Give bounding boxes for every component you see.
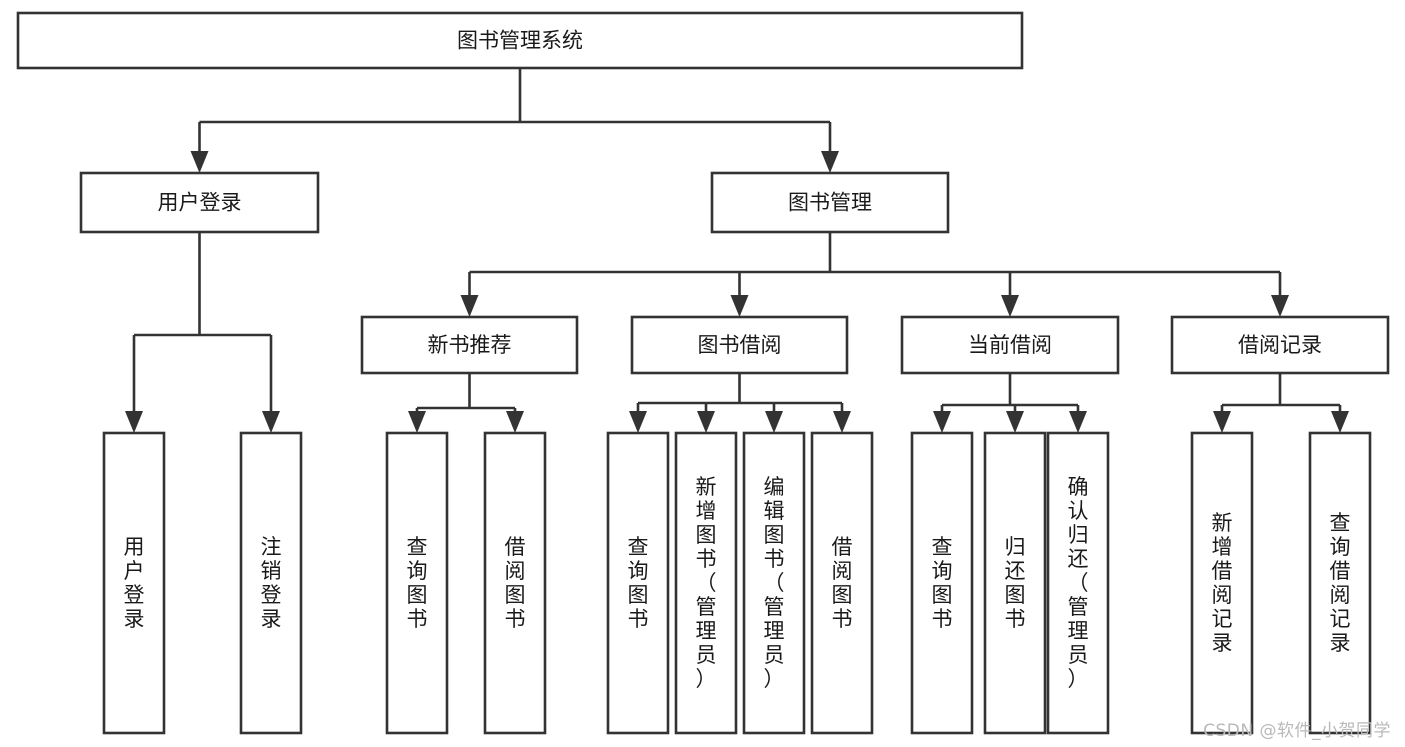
node-leaf-edit-book-label: 编辑图书（管理员） <box>764 475 785 691</box>
node-leaf-query-book-3-box <box>910 431 974 735</box>
node-book-borrow-box <box>630 315 849 375</box>
node-leaf-add-record-label: 新增借阅记录 <box>1212 511 1233 655</box>
node-leaf-borrow-book-1-box <box>483 431 547 735</box>
node-leaf-query-record-label: 查询借阅记录 <box>1330 511 1351 655</box>
node-leaf-return-book[interactable]: 归还图书 <box>983 431 1047 735</box>
node-leaf-borrow-book-2-box <box>810 431 874 735</box>
node-leaf-query-record[interactable]: 查询借阅记录 <box>1308 431 1372 735</box>
node-current-borrow-label: 当前借阅 <box>968 333 1052 357</box>
node-user-login-box <box>79 171 320 234</box>
connector-layer <box>125 68 1349 433</box>
arrow-down-icon <box>765 411 783 433</box>
node-leaf-add-book-label: 新增图书（管理员） <box>696 475 717 691</box>
arrow-down-icon <box>460 295 479 317</box>
node-leaf-edit-book[interactable]: 编辑图书（管理员） <box>742 431 806 735</box>
arrow-down-icon <box>1213 411 1231 433</box>
node-leaf-query-book-3-label: 查询图书 <box>932 535 953 631</box>
node-leaf-borrow-book-1[interactable]: 借阅图书 <box>483 431 547 735</box>
node-book-management-label: 图书管理 <box>788 191 872 215</box>
arrow-down-icon <box>629 411 647 433</box>
node-root-label: 图书管理系统 <box>457 29 583 53</box>
node-leaf-add-record-box <box>1190 431 1254 735</box>
node-current-borrow[interactable]: 当前借阅 <box>900 315 1120 375</box>
node-leaf-return-book-label: 归还图书 <box>1005 535 1026 631</box>
node-leaf-confirm-return-box <box>1046 431 1110 735</box>
node-leaf-add-book-box <box>674 431 738 735</box>
arrow-down-icon <box>933 411 951 433</box>
node-leaf-query-book-1[interactable]: 查询图书 <box>385 431 449 735</box>
arrow-down-icon <box>1069 411 1087 433</box>
arrow-down-icon <box>262 411 280 433</box>
node-leaf-return-book-box <box>983 431 1047 735</box>
node-leaf-borrow-book-2[interactable]: 借阅图书 <box>810 431 874 735</box>
node-leaf-query-book-2-box <box>606 431 670 735</box>
arrow-down-icon <box>1006 411 1024 433</box>
node-user-login-label: 用户登录 <box>158 191 242 215</box>
node-layer: 图书管理系统用户登录图书管理新书推荐图书借阅当前借阅借阅记录用户登录注销登录查询… <box>16 11 1390 735</box>
node-book-borrow[interactable]: 图书借阅 <box>630 315 849 375</box>
node-current-borrow-box <box>900 315 1120 375</box>
node-leaf-user-login[interactable]: 用户登录 <box>102 431 166 735</box>
arrow-down-icon <box>730 295 749 317</box>
node-leaf-add-record[interactable]: 新增借阅记录 <box>1190 431 1254 735</box>
node-borrow-record[interactable]: 借阅记录 <box>1170 315 1390 375</box>
node-root-box <box>16 11 1024 70</box>
node-book-borrow-label: 图书借阅 <box>698 333 782 357</box>
arrow-down-icon <box>125 411 143 433</box>
node-leaf-user-logout-box <box>239 431 303 735</box>
node-leaf-query-book-1-label: 查询图书 <box>407 535 428 631</box>
arrow-down-icon <box>697 411 715 433</box>
arrow-down-icon <box>408 411 426 433</box>
node-leaf-query-record-box <box>1308 431 1372 735</box>
node-borrow-record-label: 借阅记录 <box>1238 333 1322 357</box>
node-leaf-user-logout[interactable]: 注销登录 <box>239 431 303 735</box>
node-leaf-query-book-2[interactable]: 查询图书 <box>606 431 670 735</box>
node-root[interactable]: 图书管理系统 <box>16 11 1024 70</box>
arrow-down-icon <box>1271 295 1289 317</box>
node-leaf-query-book-3[interactable]: 查询图书 <box>910 431 974 735</box>
arrow-down-icon <box>190 151 209 173</box>
node-leaf-query-book-1-box <box>385 431 449 735</box>
node-leaf-user-login-label: 用户登录 <box>124 535 145 631</box>
node-leaf-confirm-return-label: 确认归还（管理员） <box>1068 475 1089 691</box>
node-leaf-edit-book-box <box>742 431 806 735</box>
node-leaf-query-book-2-label: 查询图书 <box>628 535 649 631</box>
arrow-down-icon <box>1001 295 1019 317</box>
arrow-down-icon <box>1331 411 1349 433</box>
arrow-down-icon <box>821 151 839 173</box>
arrow-down-icon <box>833 411 851 433</box>
node-leaf-confirm-return[interactable]: 确认归还（管理员） <box>1046 431 1110 735</box>
node-leaf-add-book[interactable]: 新增图书（管理员） <box>674 431 738 735</box>
node-leaf-borrow-book-2-label: 借阅图书 <box>832 535 853 631</box>
node-new-book-recommend-label: 新书推荐 <box>428 333 512 357</box>
node-book-management[interactable]: 图书管理 <box>710 171 950 234</box>
arrow-down-icon <box>506 411 524 433</box>
node-borrow-record-box <box>1170 315 1390 375</box>
node-user-login[interactable]: 用户登录 <box>79 171 320 234</box>
node-new-book-recommend[interactable]: 新书推荐 <box>360 315 579 375</box>
csdn-watermark: CSDN @软件_小贺同学 <box>1203 721 1391 741</box>
node-new-book-recommend-box <box>360 315 579 375</box>
node-book-management-box <box>710 171 950 234</box>
node-leaf-borrow-book-1-label: 借阅图书 <box>505 535 526 631</box>
node-leaf-user-logout-label: 注销登录 <box>261 535 282 631</box>
node-leaf-user-login-box <box>102 431 166 735</box>
